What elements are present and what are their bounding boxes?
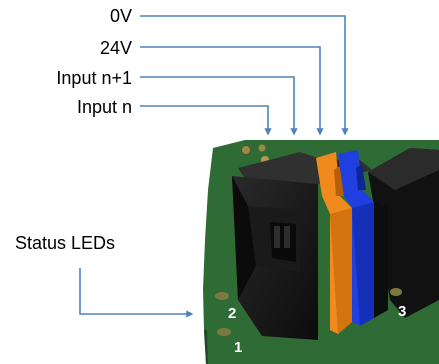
orange-wire [316,152,352,334]
led-label-1: 1 [234,339,242,356]
leader-status-leds [79,268,194,318]
leader-0v [140,15,349,136]
led-label-2: 2 [228,305,236,322]
label-input-n: Input n [76,97,132,117]
label-24v: 24V [99,38,132,58]
label-0v: 0V [109,6,132,26]
main-connector [232,152,372,340]
leader-24v [140,46,324,136]
leader-input-n1 [140,76,298,136]
led-label-3: 3 [398,303,406,320]
right-connector [368,148,439,318]
leader-lines [79,15,349,318]
blue-wire [338,150,374,326]
label-input-n1: Input n+1 [56,68,132,88]
leader-input-n [140,105,272,136]
label-status-leds: Status LEDs [15,233,116,253]
status-leds [215,288,402,336]
